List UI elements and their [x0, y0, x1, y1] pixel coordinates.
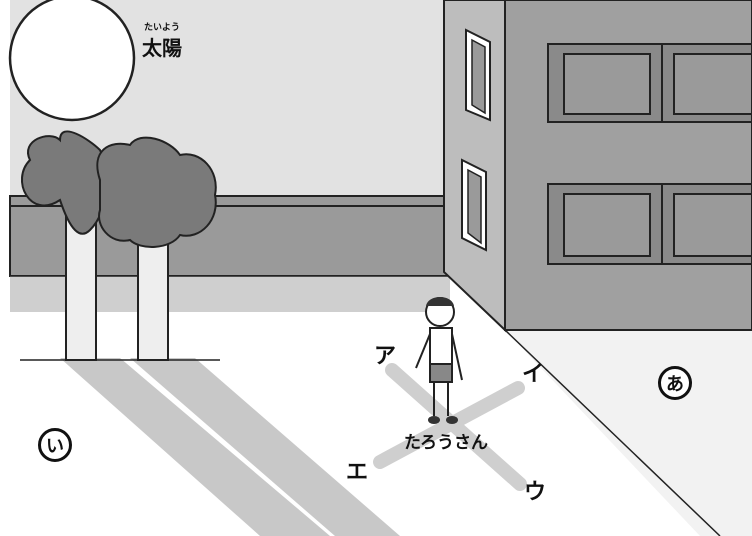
tree-shadow-1: [60, 358, 330, 536]
choice-i: イ: [522, 362, 545, 387]
shadow-line-e-i: [373, 381, 525, 469]
person-figure: [415, 297, 463, 424]
choice-a: ア: [374, 344, 397, 369]
choice-u: ウ: [524, 480, 547, 505]
marker-building: あ: [658, 366, 692, 400]
sun-label: 太陽: [142, 36, 182, 60]
tree-shadow-2: [130, 358, 400, 536]
sun-circle: [8, 0, 136, 122]
sun-ruby: たいよう: [144, 23, 180, 33]
person-label: たろうさん: [404, 433, 488, 453]
trees: [20, 130, 220, 361]
marker-trees: い: [38, 428, 72, 462]
choice-e: エ: [346, 460, 369, 485]
building-windows: [461, 28, 752, 265]
